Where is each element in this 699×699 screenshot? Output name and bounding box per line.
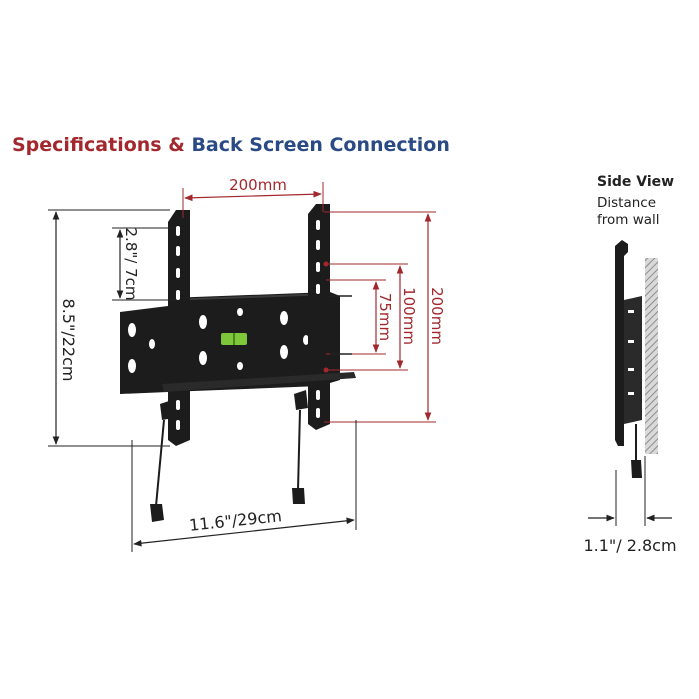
- dimension-height-inner: 75mm: [323, 261, 394, 373]
- dimension-width-top: 200mm: [182, 176, 324, 218]
- title-specifications: Specifications: [12, 134, 162, 156]
- label-side-depth: 1.1"/ 2.8cm: [583, 536, 676, 555]
- dimension-height-outer: 200mm: [324, 211, 446, 423]
- dimension-height-mid: 100mm: [326, 263, 418, 371]
- side-cord-end: [631, 460, 642, 478]
- wall: [645, 258, 658, 454]
- left-clip: [160, 400, 174, 420]
- label-width-top: 200mm: [229, 176, 287, 194]
- dimension-width-bottom: 11.6"/29cm: [131, 420, 357, 552]
- dimension-height-left: 8.5"/22cm: [48, 209, 170, 447]
- plate-slots: [128, 308, 309, 373]
- dimension-hook-height: 2.8"/ 7cm: [112, 227, 176, 301]
- label-hook-height: 2.8"/ 7cm: [122, 228, 140, 301]
- title-back-screen-connection: Back Screen Connection: [191, 134, 450, 156]
- right-clip: [294, 390, 308, 410]
- right-cord-end: [292, 488, 305, 504]
- page-title: Specifications & Back Screen Connection: [12, 134, 450, 156]
- left-safety-cord: [155, 419, 165, 507]
- mount-body: [120, 204, 356, 522]
- side-view-caption-line2: from wall: [597, 212, 660, 228]
- label-height-mid: 100mm: [400, 287, 418, 345]
- right-arm: [308, 204, 330, 430]
- side-view-title: Side View: [597, 174, 675, 190]
- title-ampersand: &: [168, 134, 185, 156]
- side-view-drawing: 1.1"/ 2.8cm: [583, 240, 677, 555]
- label-height-left: 8.5"/22cm: [59, 299, 78, 382]
- label-height-outer: 200mm: [428, 287, 446, 345]
- side-view-caption-line1: Distance: [597, 195, 657, 211]
- side-profile-screen: [615, 240, 628, 446]
- side-profile-bracket: [624, 296, 642, 424]
- label-width-bottom: 11.6"/29cm: [188, 506, 283, 535]
- left-cord-end: [150, 504, 164, 522]
- label-height-inner: 75mm: [376, 293, 394, 341]
- right-safety-cord: [297, 409, 301, 491]
